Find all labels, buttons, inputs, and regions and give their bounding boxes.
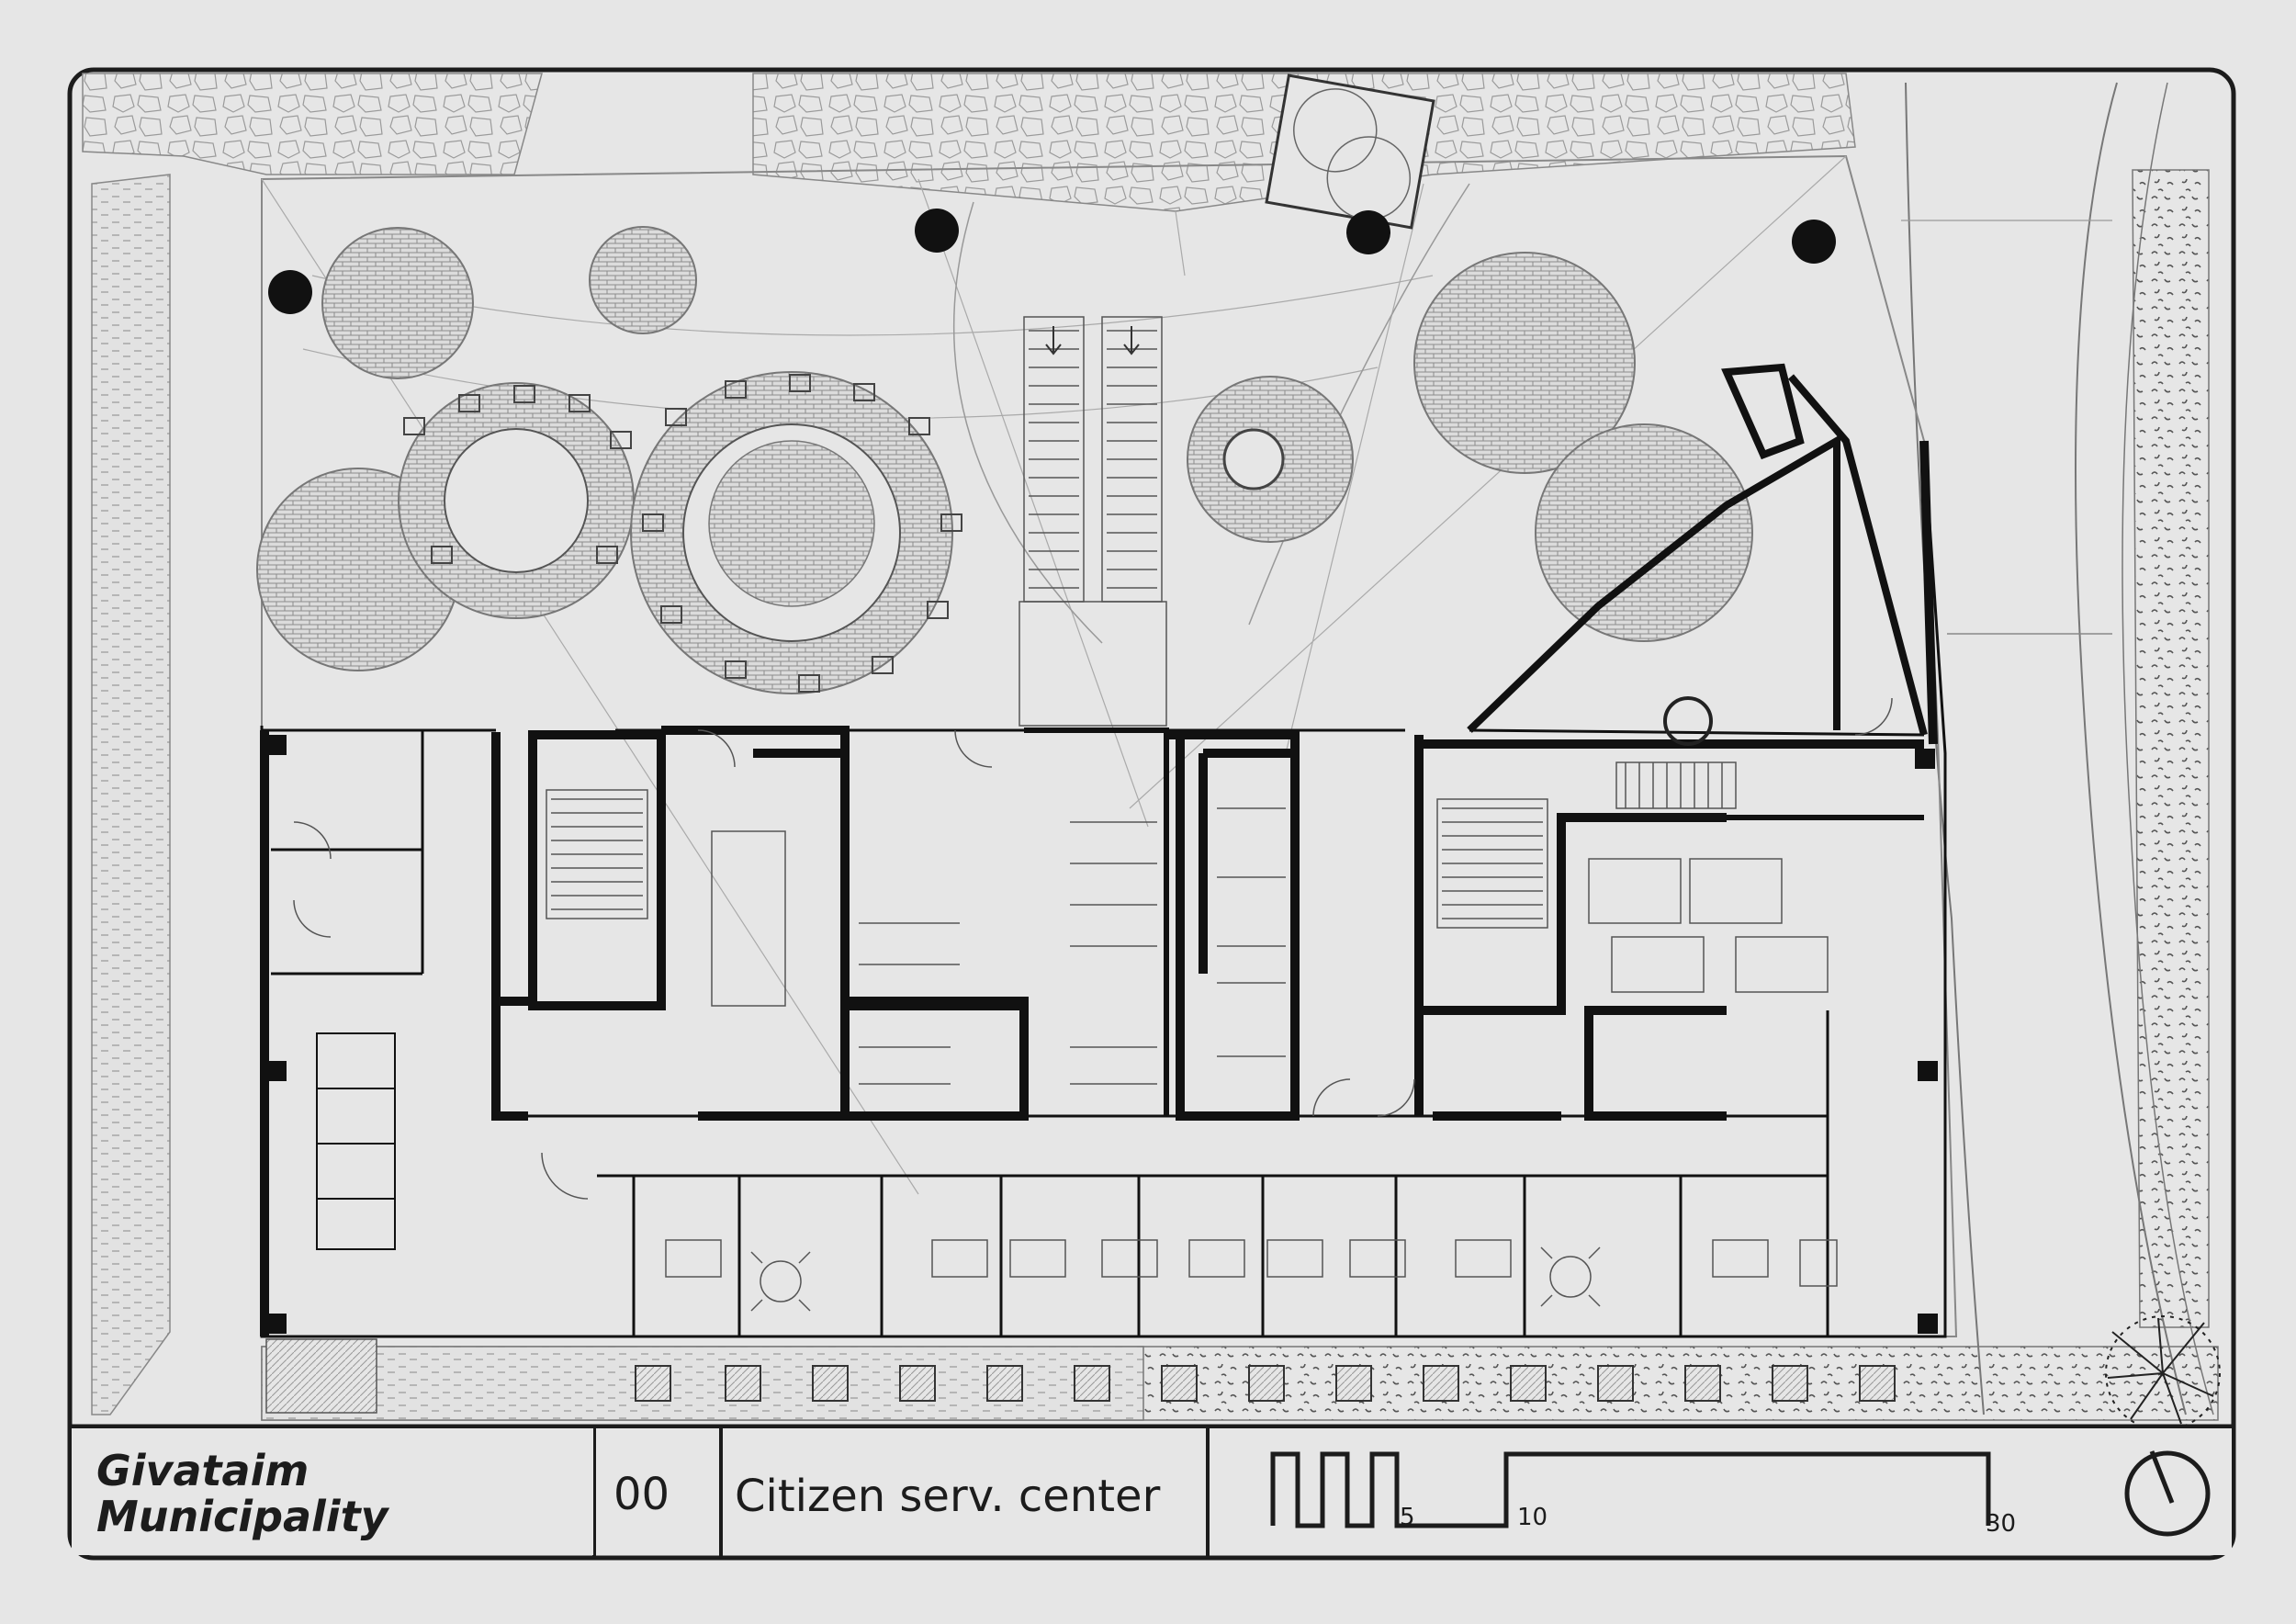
building-walls	[260, 363, 1947, 1338]
client-name-line1: Givataim	[96, 1446, 309, 1495]
scale-label-30: 30	[1986, 1510, 2016, 1538]
title-block: Givataim Municipality 00 Citizen serv. c…	[70, 1424, 2234, 1556]
site-context	[82, 73, 2219, 1421]
scale-bar-icon: 5 10 30	[1270, 1451, 2016, 1538]
planter-boxes	[635, 1365, 1896, 1402]
sheet-number: 00	[613, 1469, 670, 1520]
tree-icon	[2105, 1315, 2221, 1431]
interior-details	[265, 696, 1893, 1414]
scale-label-5: 5	[1400, 1504, 1415, 1531]
escalators	[1019, 316, 1167, 727]
scale-label-10: 10	[1517, 1504, 1548, 1531]
plaza-planters	[256, 209, 1836, 694]
client-name-line2: Municipality	[96, 1492, 390, 1541]
column-icon	[268, 270, 312, 314]
north-arrow-icon	[2124, 1450, 2211, 1537]
sheet-title: Citizen serv. center	[735, 1471, 1161, 1522]
